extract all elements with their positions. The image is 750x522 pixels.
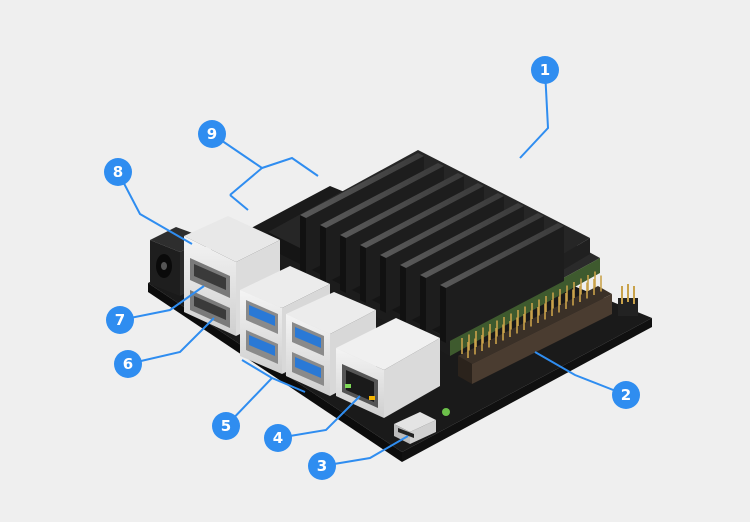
callout-3: 3 xyxy=(308,452,336,480)
callout-7: 7 xyxy=(106,306,134,334)
callout-1: 1 xyxy=(531,56,559,84)
small-pin-header xyxy=(618,284,638,316)
callouts: 1 2 3 4 5 6 7 8 xyxy=(104,56,640,480)
micro-usb-port xyxy=(394,412,436,444)
leader-1 xyxy=(519,69,550,159)
heatsink-fin xyxy=(440,223,564,343)
leader-2 xyxy=(534,351,627,396)
leader-8 xyxy=(117,171,193,245)
callout-1-label: 1 xyxy=(540,61,550,79)
callout-5: 5 xyxy=(212,412,240,440)
callout-5-label: 5 xyxy=(221,417,231,435)
leader-9b xyxy=(261,156,319,177)
callout-3-label: 3 xyxy=(317,457,327,475)
power-led xyxy=(442,408,450,416)
callout-6-label: 6 xyxy=(123,355,133,373)
leader-3 xyxy=(321,435,409,467)
callout-6: 6 xyxy=(114,350,142,378)
callout-9-label: 9 xyxy=(207,125,217,143)
gpio-header xyxy=(458,271,612,384)
leader-7 xyxy=(119,285,205,321)
leader-9c xyxy=(229,194,249,211)
ethernet-jack xyxy=(336,318,440,418)
callout-8-label: 8 xyxy=(113,163,123,181)
leader-5b xyxy=(241,359,306,393)
leader-4 xyxy=(277,395,361,439)
callout-2-label: 2 xyxy=(621,386,631,404)
callout-8: 8 xyxy=(104,158,132,186)
callout-2: 2 xyxy=(612,381,640,409)
callout-4: 4 xyxy=(264,424,292,452)
heatsink xyxy=(268,150,590,343)
callout-7-label: 7 xyxy=(115,311,125,329)
callout-9: 9 xyxy=(198,120,226,148)
callout-4-label: 4 xyxy=(273,429,283,447)
leader-6 xyxy=(127,317,215,365)
